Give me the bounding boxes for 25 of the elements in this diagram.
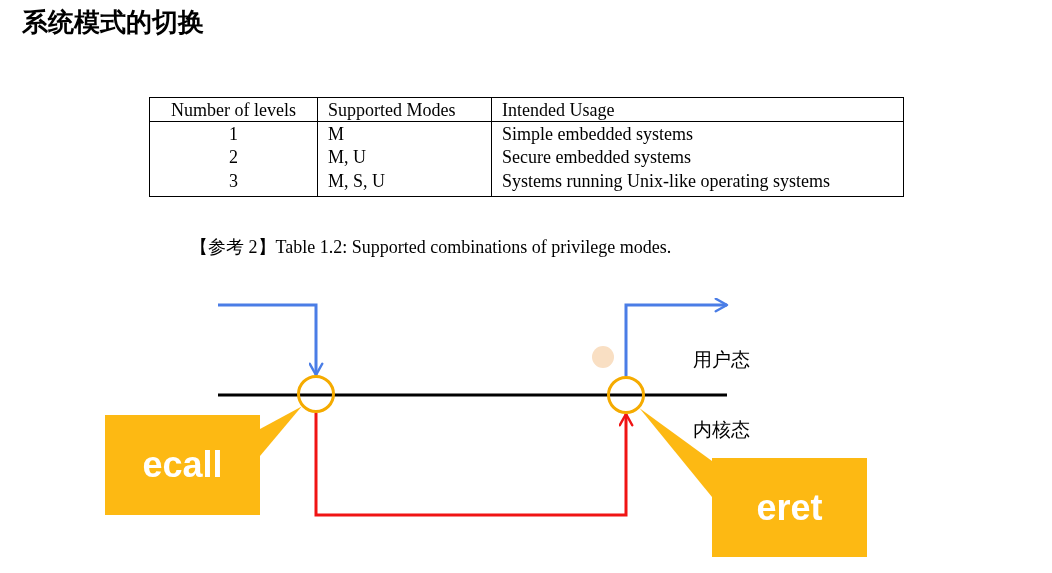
table-text: Systems running Unix-like operating systems xyxy=(502,170,830,191)
table-text: 2 xyxy=(229,146,238,167)
callout-text: eret xyxy=(756,489,823,526)
column-header: Intended Usage xyxy=(502,99,615,120)
callout-box xyxy=(105,415,260,515)
mode-label: 内核态 xyxy=(693,418,750,442)
table-text: M xyxy=(328,124,344,144)
table-text: M, U xyxy=(328,146,366,167)
callout-pointer xyxy=(639,408,712,497)
mode-label: 用户态 xyxy=(693,348,750,372)
slide-title: 系统模式的切换 xyxy=(22,6,204,39)
table-text: M, S, U xyxy=(328,170,385,191)
column-header: Supported Modes xyxy=(328,99,456,120)
table-text: Secure embedded systems xyxy=(502,146,691,167)
callout-box xyxy=(712,458,867,557)
flow-arrow xyxy=(624,297,729,376)
table-caption: 【参考 2】Table 1.2: Supported combinations of privilege modes. xyxy=(190,236,672,259)
table-text: 1 xyxy=(229,124,238,144)
column-header: Number of levels xyxy=(171,99,296,120)
callout-pointer xyxy=(260,406,302,456)
callout-text: ecall xyxy=(142,447,223,483)
table-text: 3 xyxy=(229,170,238,191)
flow-arrow xyxy=(314,412,634,517)
table-text: Simple embedded systems xyxy=(502,124,693,144)
flow-arrow xyxy=(218,303,324,377)
